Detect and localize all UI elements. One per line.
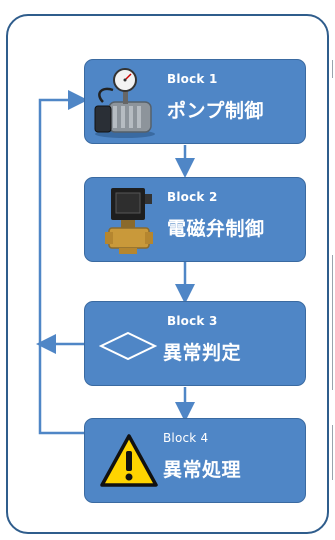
solenoid-valve-icon: [105, 188, 153, 254]
block-2-label: Block 2: [167, 190, 218, 204]
block-3-label: Block 3: [167, 314, 218, 328]
block-2-name: 電磁弁制御: [167, 218, 265, 240]
block-4: Block 4 異常処理: [84, 418, 306, 503]
decision-diamond-icon: [99, 331, 157, 361]
block-1-name: ポンプ制御: [167, 100, 264, 122]
right-edge-line: [332, 255, 333, 390]
block-2: Block 2 電磁弁制御: [84, 177, 306, 262]
block-4-name: 異常処理: [163, 459, 242, 481]
warning-icon: [100, 434, 158, 487]
block-1-label: Block 1: [167, 72, 218, 86]
block-1: Block 1 ポンプ制御: [84, 59, 306, 144]
right-edge-line: [332, 425, 333, 480]
block-3-name: 異常判定: [163, 342, 242, 364]
block-3: Block 3 異常判定: [84, 301, 306, 386]
vacuum-pump-icon: [94, 68, 155, 138]
right-edge-line: [332, 60, 333, 78]
loop-line: [38, 90, 88, 435]
block-4-label: Block 4: [163, 431, 209, 445]
